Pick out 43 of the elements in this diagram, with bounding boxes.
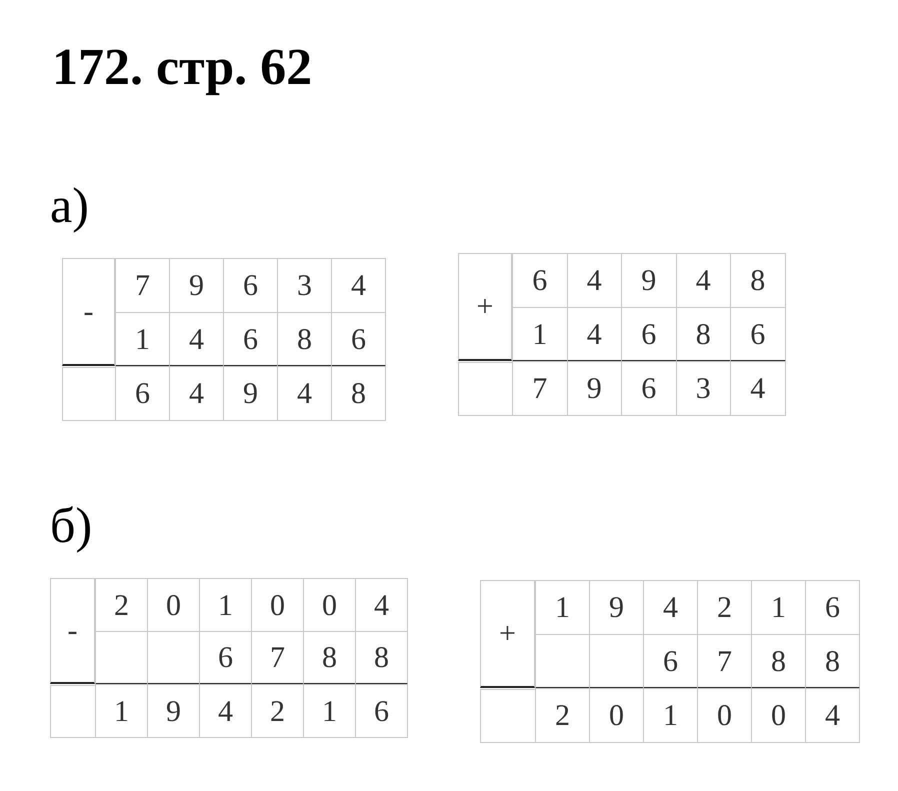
digit-cell: 6: [115, 366, 170, 421]
digit-cell: 4: [199, 684, 252, 738]
digit-cell: 6: [331, 312, 386, 367]
sign-cell: +: [458, 253, 512, 361]
digit-cell: 9: [223, 366, 278, 421]
sign-cell: +: [480, 580, 535, 688]
section-label: б): [50, 500, 92, 550]
digit-cell: 6: [805, 580, 860, 635]
digit-cell: 6: [512, 253, 568, 308]
digit-cell: 8: [355, 631, 408, 685]
digit-cell: 4: [805, 688, 860, 743]
digit-cell: 9: [566, 361, 622, 416]
digit-cell: 1: [512, 307, 568, 362]
title: 172. стр. 62: [52, 42, 312, 94]
digit-cell: 8: [805, 634, 860, 689]
digit-cell: 1: [303, 684, 356, 738]
digit-cell: 4: [331, 258, 386, 313]
digit-cell: 1: [95, 684, 148, 738]
digit-cell: 2: [95, 578, 148, 632]
digit-cell: 0: [589, 688, 644, 743]
digit-cell: 6: [730, 307, 786, 362]
digit-cell: 4: [169, 366, 224, 421]
digit-cell: 8: [730, 253, 786, 308]
digit-cell: 4: [730, 361, 786, 416]
digit-cell: 7: [512, 361, 568, 416]
digit-cell: 6: [621, 361, 676, 416]
sign-cell: -: [62, 258, 115, 366]
digit-cell: 3: [676, 361, 731, 416]
digit-cell: 1: [643, 688, 698, 743]
digit-cell: 0: [751, 688, 806, 743]
digit-cell: 1: [115, 312, 170, 367]
digit-cell: 9: [147, 684, 200, 738]
digit-cell: 4: [355, 578, 408, 632]
sign-cell: -: [50, 578, 95, 684]
digit-cell: 2: [535, 688, 590, 743]
digit-cell: 2: [251, 684, 304, 738]
digit-cell: 0: [697, 688, 752, 743]
digit-cell: 8: [331, 366, 386, 421]
section-label: а): [50, 180, 89, 230]
digit-cell: 1: [535, 580, 590, 635]
digit-cell: 6: [355, 684, 408, 738]
digit-cell: 7: [115, 258, 170, 313]
digit-cell: 4: [277, 366, 332, 421]
